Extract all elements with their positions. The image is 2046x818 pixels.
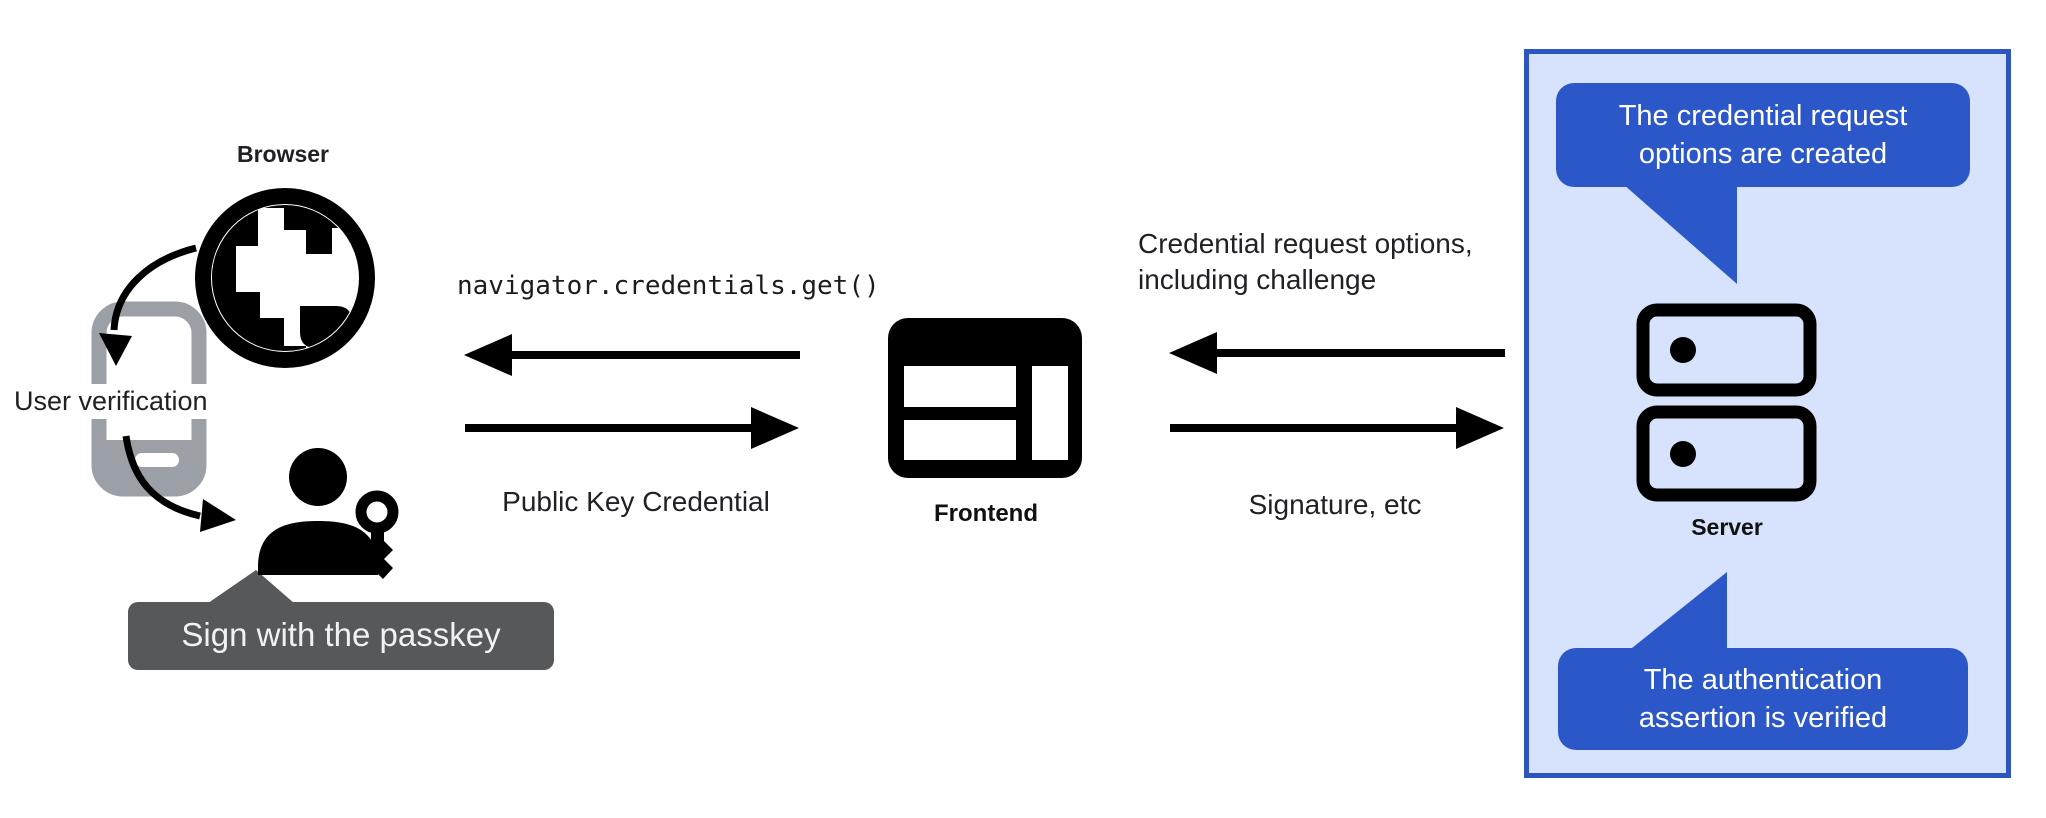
bubble-assertion-verified: The authentication assertion is verified [1558, 648, 1968, 750]
signature-label: Signature, etc [1248, 489, 1422, 520]
browser-label: Browser [236, 141, 330, 167]
server-label: Server [1691, 514, 1763, 540]
frontend-label: Frontend [934, 500, 1038, 527]
credential-request-options-label: Credential request options, including ch… [1138, 228, 1473, 295]
sign-with-passkey-tooltip: Sign with the passkey [128, 602, 554, 670]
api-call-label: navigator.credentials.get() [457, 271, 880, 301]
public-key-credential-label: Public Key Credential [502, 486, 770, 517]
user-verification-label: User verification [10, 384, 216, 419]
bubble-credential-request-created: The credential request options are creat… [1556, 83, 1970, 187]
